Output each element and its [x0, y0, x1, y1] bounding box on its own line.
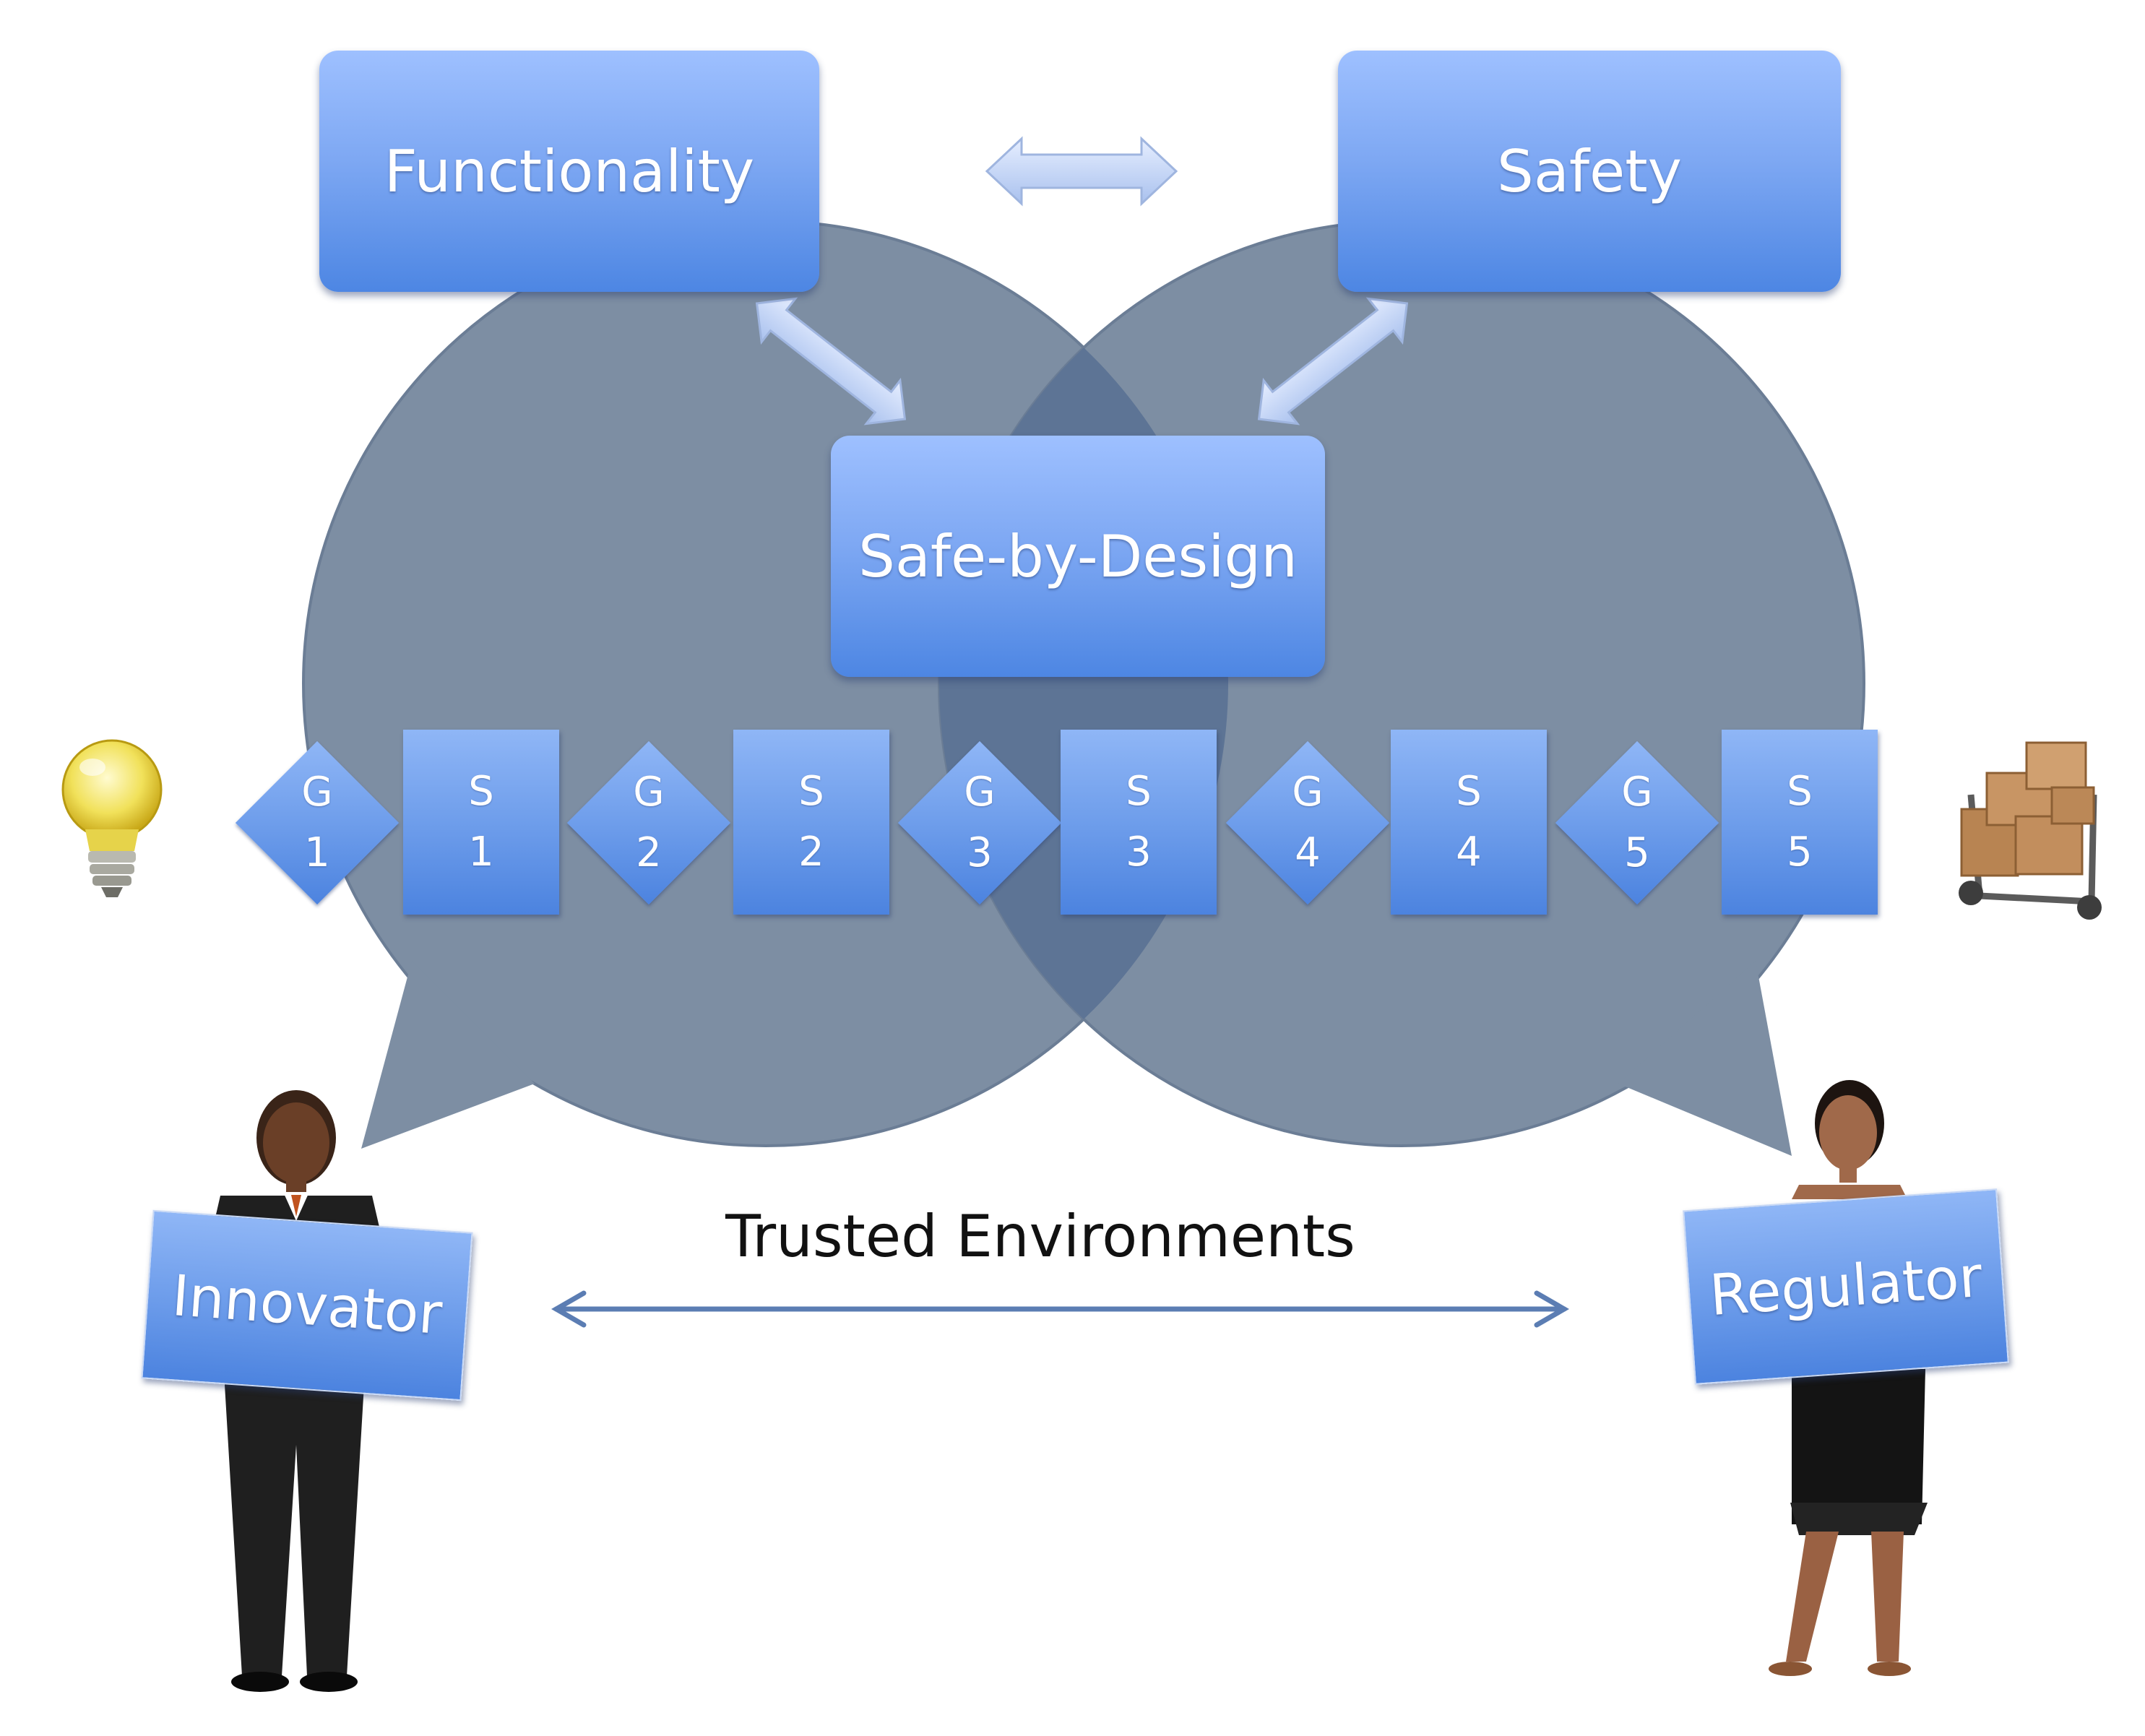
boxes-on-cart-icon [1959, 741, 2102, 920]
stage-4: S 4 [1391, 730, 1547, 915]
innovator-label: Innovator [170, 1264, 444, 1347]
functionality-design-arrow [755, 297, 907, 426]
functionality-box: Functionality [319, 51, 819, 292]
safe-by-design-box: Safe-by-Design [831, 436, 1325, 677]
gate-number: 4 [1295, 829, 1321, 876]
regulator-label: Regulator [1707, 1244, 1985, 1329]
trusted-environments-arrow [551, 1290, 1569, 1328]
innovator-person-icon [210, 1090, 383, 1692]
stage-letter: S [468, 768, 494, 815]
gate-letter: G [964, 769, 996, 816]
gate-3: G 3 [897, 731, 1062, 915]
functionality-safety-arrow [985, 136, 1178, 207]
regulator-person-icon [1769, 1080, 1928, 1676]
stage-number: 1 [468, 829, 494, 876]
functionality-label: Functionality [384, 137, 755, 205]
lightbulb-icon [61, 739, 163, 897]
safe-by-design-label: Safe-by-Design [858, 522, 1298, 590]
trusted-environments-label: Trusted Environments [725, 1203, 1355, 1270]
gate-5: G 5 [1555, 731, 1719, 915]
safety-design-arrow [1257, 297, 1409, 426]
stage-number: 5 [1787, 829, 1813, 876]
innovator-sign: Innovator [141, 1209, 473, 1402]
gate-number: 2 [636, 829, 662, 876]
safety-box: Safety [1338, 51, 1841, 292]
gate-letter: G [1621, 769, 1653, 816]
gate-letter: G [633, 769, 665, 816]
gate-number: 3 [967, 829, 993, 876]
gate-1: G 1 [235, 731, 400, 915]
stage-letter: S [1456, 768, 1482, 815]
gate-number: 5 [1624, 829, 1650, 876]
safety-label: Safety [1497, 137, 1682, 205]
stage-3: S 3 [1061, 730, 1217, 915]
stage-2: S 2 [733, 730, 889, 915]
stage-number: 3 [1126, 829, 1152, 876]
stage-letter: S [1126, 768, 1152, 815]
regulator-sign: Regulator [1683, 1188, 2009, 1385]
gate-4: G 4 [1225, 731, 1390, 915]
stage-number: 4 [1456, 829, 1482, 876]
stage-letter: S [798, 768, 824, 815]
gate-letter: G [301, 769, 333, 816]
gate-number: 1 [304, 829, 330, 876]
stage-1: S 1 [403, 730, 559, 915]
stage-5: S 5 [1722, 730, 1878, 915]
gate-2: G 2 [566, 731, 731, 915]
stage-letter: S [1787, 768, 1813, 815]
gate-letter: G [1292, 769, 1324, 816]
stage-number: 2 [798, 829, 824, 876]
